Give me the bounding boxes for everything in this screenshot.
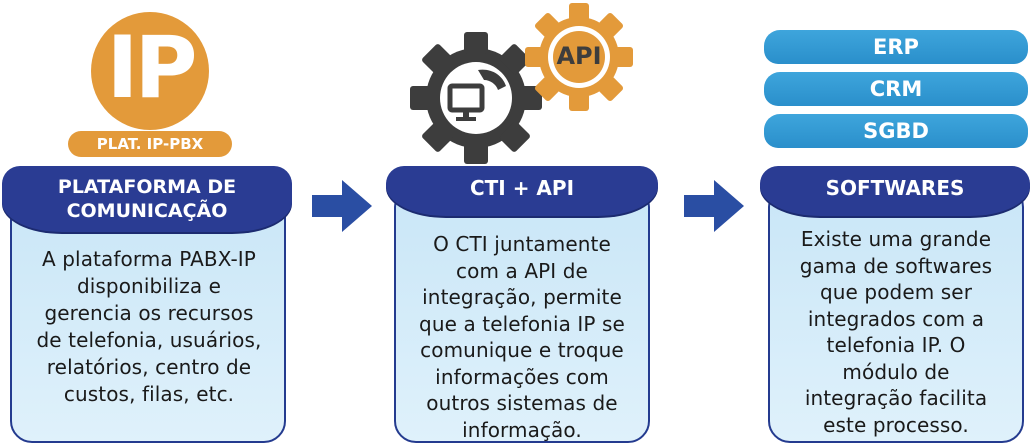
title-cti-api: CTI + API (386, 166, 658, 216)
stack-crm: CRM (764, 72, 1028, 106)
title-plataforma: PLATAFORMA DE COMUNICAÇÃO (2, 166, 292, 232)
api-gear-icon (525, 3, 633, 111)
api-label: API (556, 42, 602, 70)
card-softwares-body: Existe uma grande gama de softwares que … (799, 227, 993, 437)
card-softwares (768, 185, 1024, 443)
card-plataforma-body: A plataforma PABX-IP disponibiliza e ger… (36, 247, 262, 406)
card-cti-body: O CTI juntamente com a API de integração… (419, 232, 625, 442)
ip-pbx-caption: PLAT. IP-PBX (68, 131, 232, 157)
arrow-right-icon (312, 180, 372, 232)
stack-erp: ERP (764, 30, 1028, 64)
cti-gear-icon (410, 32, 542, 164)
ip-logo-text: IP (106, 18, 197, 118)
arrow-right-icon (684, 180, 744, 232)
stack-sgbd: SGBD (764, 114, 1028, 148)
title-softwares: SOFTWARES (760, 166, 1030, 216)
card-cti (394, 185, 650, 443)
ip-logo: IP (91, 12, 209, 130)
